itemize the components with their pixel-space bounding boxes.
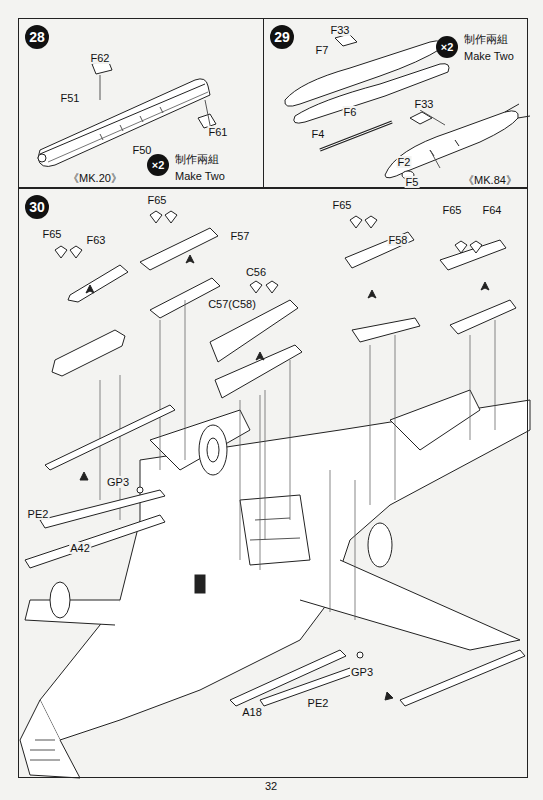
part-label: GP3: [350, 666, 374, 678]
part-label: C57(C58): [207, 298, 257, 310]
part-label: F6: [343, 106, 358, 118]
part-label: F61: [208, 126, 229, 138]
part-label: F51: [60, 92, 81, 104]
step-number: 29: [270, 25, 294, 49]
part-label: F7: [315, 44, 330, 56]
part-label: F33: [330, 24, 351, 36]
page-number: 32: [264, 780, 278, 792]
part-label: F65: [442, 204, 463, 216]
part-label: C56: [245, 266, 267, 278]
part-label: 《MK.20》: [67, 172, 123, 184]
step-panel: 30: [18, 188, 528, 778]
part-label: F50: [132, 144, 153, 156]
part-label: F5: [405, 176, 420, 188]
quantity-badge: ×2: [147, 154, 169, 176]
part-label: F62: [90, 52, 111, 64]
instruction-text: 制作兩組: [463, 34, 509, 46]
instruction-text: 制作兩組: [174, 154, 220, 166]
step-number: 28: [25, 25, 49, 49]
part-label: PE2: [27, 508, 50, 520]
part-label: F65: [42, 228, 63, 240]
part-label: PE2: [307, 697, 330, 709]
part-label: F64: [482, 204, 503, 216]
part-label: F57: [230, 230, 251, 242]
part-label: F65: [147, 194, 168, 206]
part-label: A42: [69, 542, 91, 554]
quantity-badge: ×2: [436, 36, 458, 58]
part-label: F33: [414, 98, 435, 110]
step-number: 30: [25, 195, 49, 219]
step-panel: 28: [18, 18, 264, 188]
part-label: F4: [311, 128, 326, 140]
instruction-text: Make Two: [463, 50, 515, 62]
part-label: A18: [241, 706, 263, 718]
part-label: F58: [388, 234, 409, 246]
part-label: GP3: [106, 476, 130, 488]
part-label: F63: [86, 234, 107, 246]
part-label: F65: [332, 199, 353, 211]
part-label: F2: [397, 156, 412, 168]
part-label: 《MK.84》: [462, 174, 518, 186]
instruction-text: Make Two: [174, 170, 226, 182]
